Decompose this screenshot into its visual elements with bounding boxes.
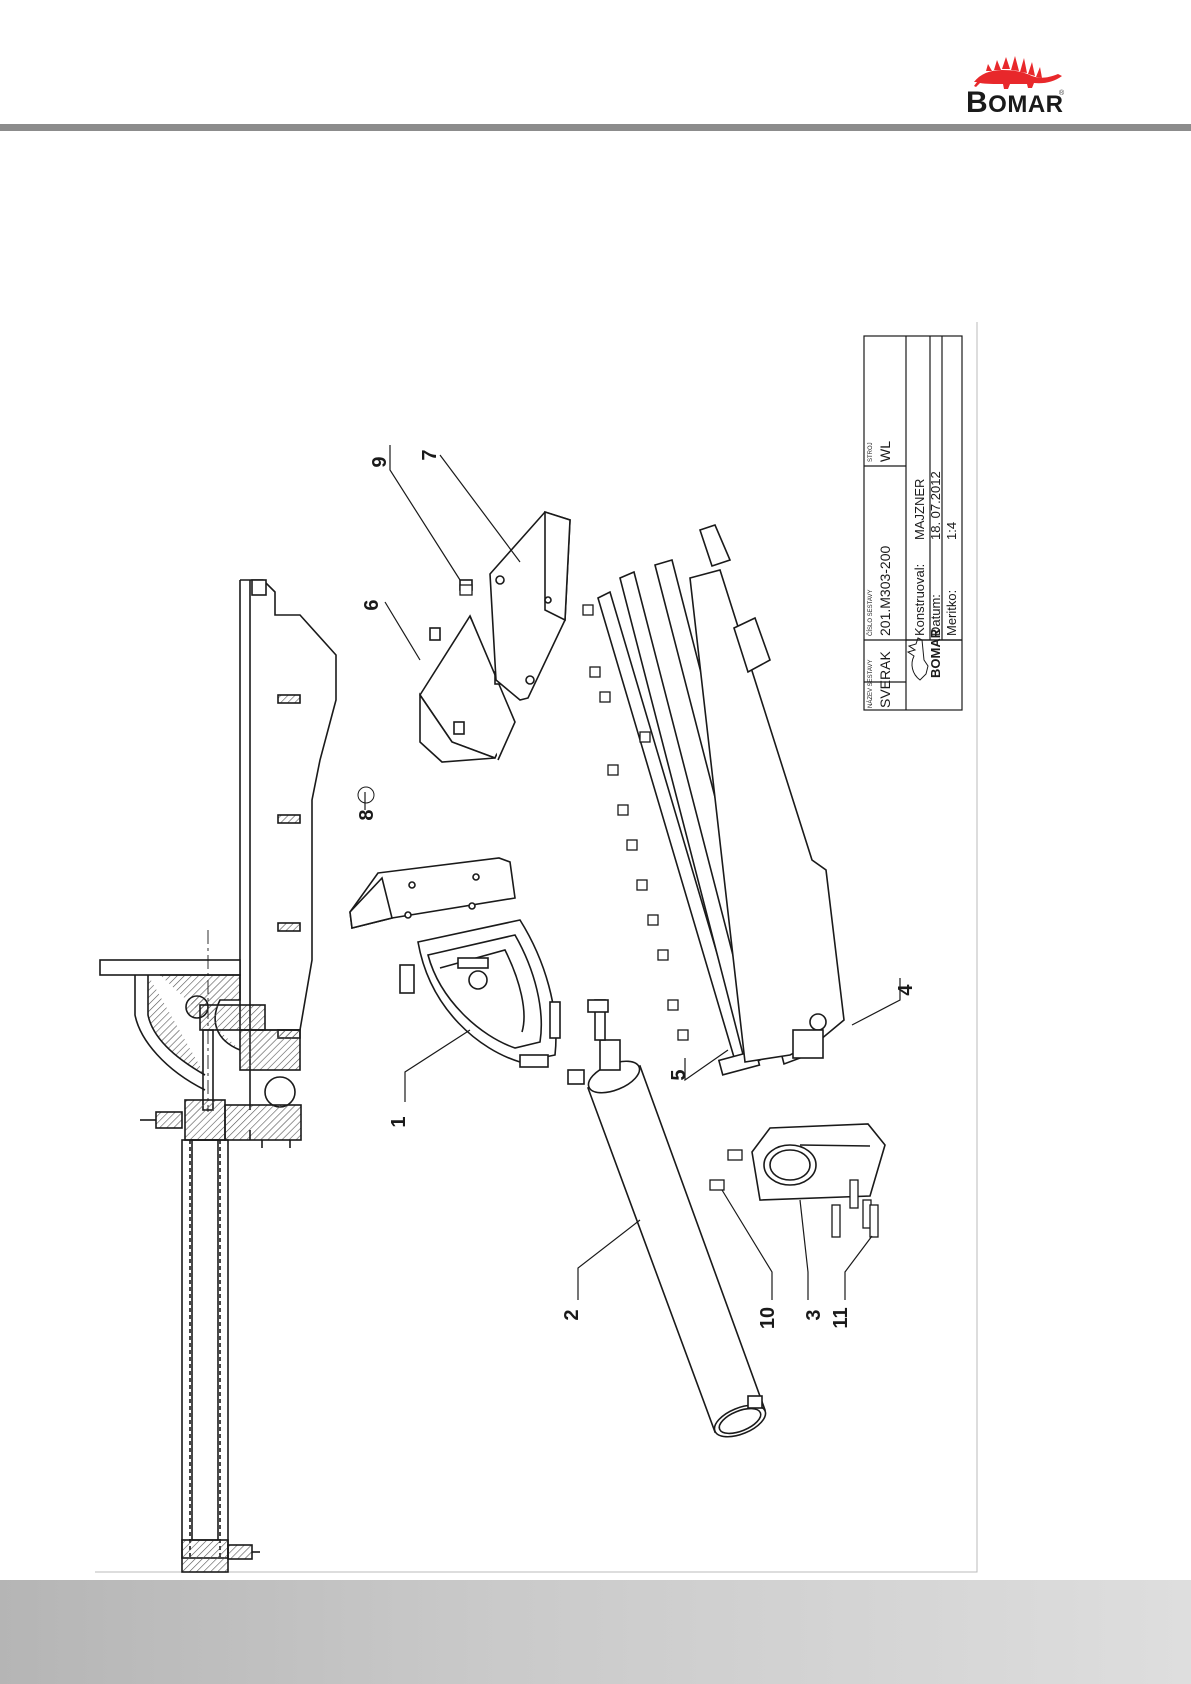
scale-value: 1:4 [944,522,959,540]
callout-4: 4 [895,984,917,996]
part-3-bracket [752,1124,885,1200]
callout-9: 9 [369,456,391,467]
callout-8: 8 [356,809,378,820]
part-8-plate [350,858,515,928]
number-label: ČÍSLO SESTAVY [867,590,874,636]
stegosaurus-stamp-icon [908,638,928,680]
callout-7: 7 [419,449,441,460]
title-block-text: NÁZEV SESTAVY SVERAK ČÍSLO SESTAVY 201.M… [867,441,959,708]
number-value: 201.M303-200 [877,545,893,636]
plate-bolts [460,585,472,595]
callout-10: 10 [757,1307,779,1329]
callout-1: 1 [388,1116,410,1127]
callout-2: 2 [561,1309,583,1320]
name-value: SVERAK [877,651,893,708]
date-value: 18. 07.2012 [928,471,943,540]
name-label: NÁZEV SESTAVY [867,660,874,708]
part-1-jaw [400,920,560,1067]
designer-value: MAJZNER [912,479,927,540]
designer-label: Konstruoval: [912,564,927,636]
scale-label: Meritko: [944,590,959,636]
machine-value: WL [877,441,893,462]
section-view [100,580,336,1572]
callout-6: 6 [361,599,383,610]
page-footer [0,1580,1191,1684]
callout-8-marker [358,787,374,803]
callout-11: 11 [830,1307,852,1328]
stamp-text: BOMAR [928,628,943,678]
callout-5: 5 [668,1069,690,1080]
machine-label: STROJ [868,442,874,462]
callout-3: 3 [803,1309,825,1320]
